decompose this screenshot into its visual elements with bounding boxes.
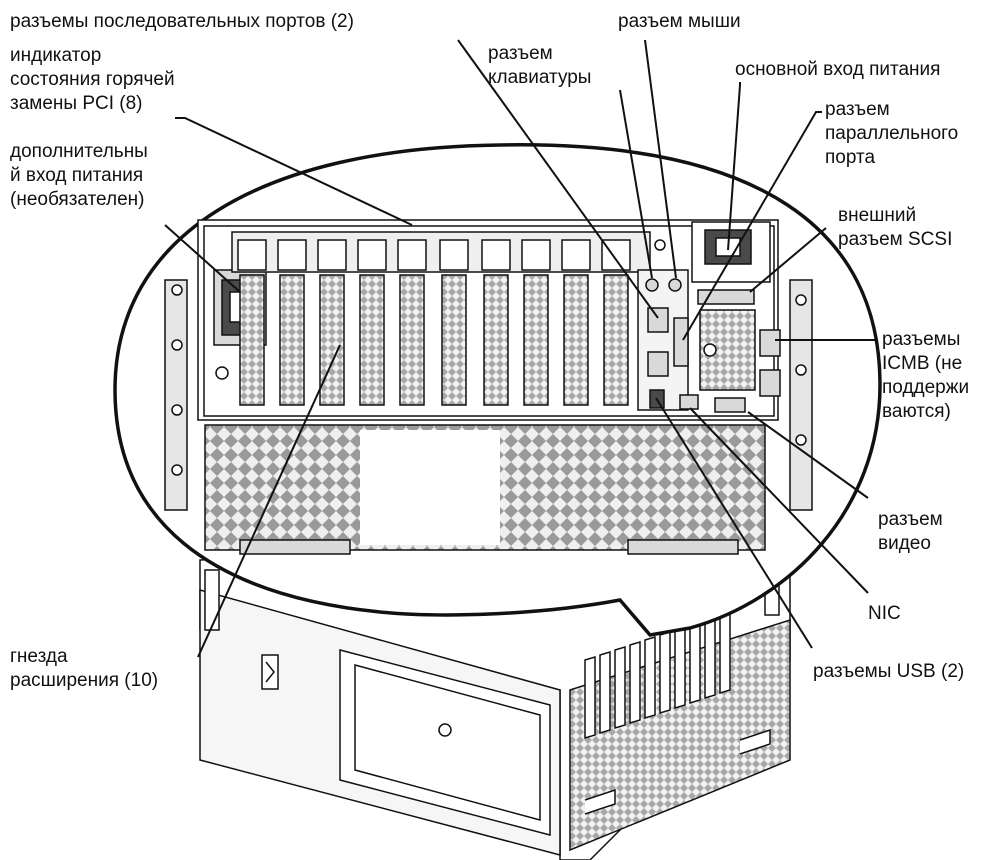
- label-slots-line-2: расширения (10): [10, 670, 159, 691]
- label-aux-line-1: дополнительны: [10, 141, 148, 162]
- label-nic-text: NIC: [868, 603, 901, 624]
- leader-serial: [457, 39, 659, 319]
- label-mouse: разъем мыши: [618, 10, 741, 34]
- label-expansion-slots: гнезда расширения (10): [10, 645, 158, 693]
- label-nic: NIC: [868, 602, 901, 626]
- label-parallel-line-1: разъем: [825, 99, 890, 120]
- label-icmb-line-3: поддержи: [882, 377, 970, 398]
- magnified-back-panel: [164, 219, 813, 555]
- leader-usb: [655, 397, 813, 649]
- label-scsi-line-2: разъем SCSI: [838, 229, 953, 250]
- leader-video: [747, 411, 869, 499]
- label-slots-line-1: гнезда: [10, 646, 68, 667]
- label-keyboard: разъем клавиатуры: [488, 42, 591, 90]
- leader-pci: [175, 117, 413, 226]
- leader-slots: [197, 344, 341, 658]
- label-icmb-line-2: ICMB (не: [882, 353, 963, 374]
- label-scsi-line-1: внешний: [838, 205, 917, 226]
- label-usb-text: разъемы USB (2): [813, 661, 965, 682]
- label-main-power-text: основной вход питания: [735, 59, 941, 80]
- expansion-slots: [239, 274, 629, 406]
- leader-nic: [689, 407, 869, 594]
- pci-hotplug-latches: [237, 239, 631, 271]
- label-serial-ports-text: разъемы последовательных портов (2): [10, 11, 354, 32]
- label-parallel-line-2: параллельного: [825, 123, 959, 144]
- label-aux-power: дополнительны й вход питания (необязател…: [10, 140, 148, 212]
- leader-keyboard: [619, 89, 653, 279]
- label-keyboard-line-2: клавиатуры: [488, 67, 592, 88]
- label-icmb-line-4: ваются): [882, 401, 951, 422]
- label-parallel-port: разъем параллельного порта: [825, 98, 958, 170]
- label-pci-line-1: индикатор: [10, 45, 102, 66]
- label-aux-line-2: й вход питания: [10, 165, 144, 186]
- label-aux-line-3: (необязателен): [10, 189, 145, 210]
- label-pci-line-3: замены PCI (8): [10, 93, 143, 114]
- label-video-line-1: разъем: [878, 509, 943, 530]
- leader-parallel: [682, 111, 822, 341]
- label-keyboard-line-1: разъем: [488, 43, 553, 64]
- label-pci-line-2: состояния горячей: [10, 69, 175, 90]
- label-mouse-text: разъем мыши: [618, 11, 741, 32]
- label-parallel-line-3: порта: [825, 147, 876, 168]
- rear-card-slots: [584, 610, 731, 740]
- leader-main-power: [727, 82, 741, 251]
- label-icmb-line-1: разъемы: [882, 329, 961, 350]
- leader-mouse: [644, 39, 677, 279]
- label-pci-hotplug: индикатор состояния горячей замены PCI (…: [10, 44, 175, 116]
- label-main-power: основной вход питания: [735, 58, 940, 82]
- label-video: разъем видео: [878, 508, 943, 556]
- label-icmb: разъемы ICMB (не поддержи ваются): [882, 328, 969, 424]
- label-video-line-2: видео: [878, 533, 931, 554]
- label-serial-ports: разъемы последовательных портов (2): [10, 10, 354, 34]
- leader-scsi: [749, 227, 827, 293]
- label-scsi: внешний разъем SCSI: [838, 204, 952, 252]
- leader-aux-power: [164, 224, 241, 293]
- leader-lines: [164, 39, 878, 658]
- label-usb: разъемы USB (2): [813, 660, 964, 684]
